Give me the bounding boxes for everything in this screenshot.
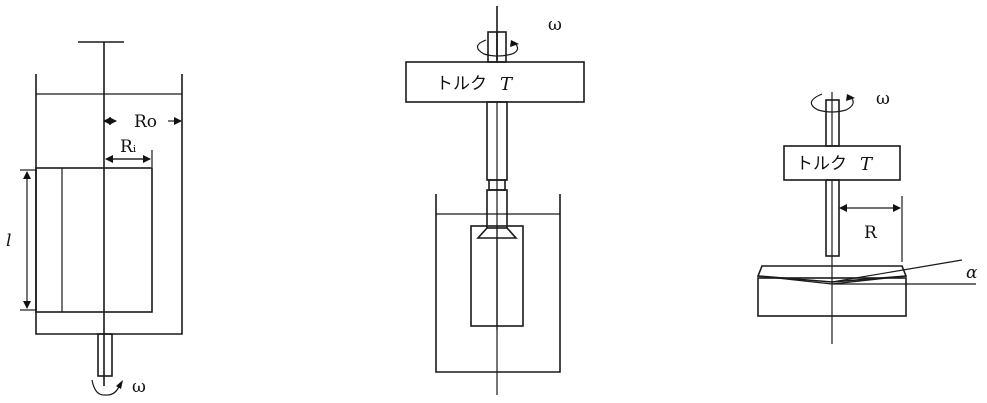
radius-label: R <box>864 223 878 243</box>
torque-symbol-c: T <box>860 154 874 175</box>
plate <box>757 277 907 317</box>
angle-line-upper <box>831 259 963 283</box>
inner-cylinder <box>35 167 153 313</box>
cone <box>756 265 908 283</box>
rotational-viscometer-figure: ω トルク T <box>405 6 585 395</box>
angle-label: α <box>966 263 978 283</box>
coaxial-cylinder-figure: Ro Rᵢ l ω <box>6 41 183 397</box>
torque-symbol-b: T <box>500 74 514 95</box>
outer-cylinder <box>35 74 183 335</box>
torque-box-b <box>405 61 585 103</box>
sample-container <box>435 194 561 373</box>
rotation-arrow-top <box>476 39 519 57</box>
rotation-arrow-c <box>810 93 854 113</box>
length-label: l <box>6 231 11 251</box>
cone-plate-figure: ω トルク T R α <box>756 89 978 344</box>
torque-prefix-c: トルク <box>796 154 847 174</box>
torque-box-c <box>783 145 901 181</box>
omega-label-a: ω <box>132 377 146 397</box>
omega-label-b: ω <box>548 15 562 35</box>
omega-label-c: ω <box>876 89 890 109</box>
inner-radius-label: Rᵢ <box>120 137 137 157</box>
outer-radius-label: Ro <box>134 112 157 132</box>
rotation-arrow-bottom <box>91 379 121 396</box>
torque-prefix-b: トルク <box>436 74 487 94</box>
drive-shaft-stub <box>97 333 113 377</box>
